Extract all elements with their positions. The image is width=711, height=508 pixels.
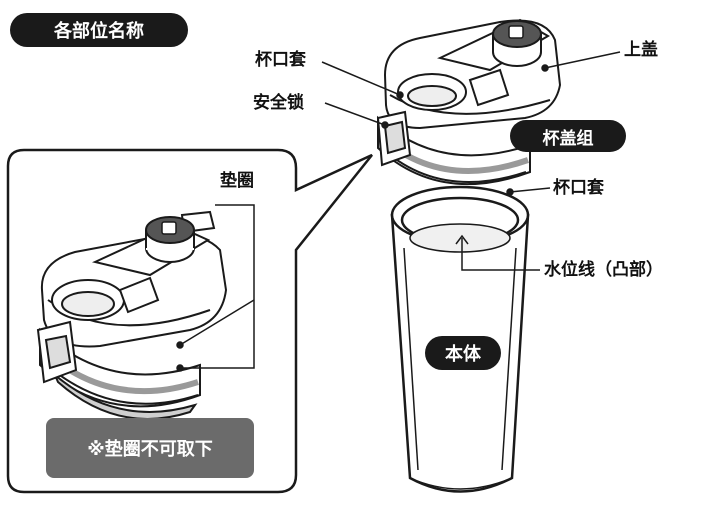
header-title: 各部位名称 xyxy=(10,13,188,47)
main-lid-drawing xyxy=(376,18,562,186)
body-leaders xyxy=(455,187,551,271)
label-cup-sleeve-top: 杯口套 xyxy=(255,50,306,70)
inset-lid-drawing xyxy=(36,210,228,420)
label-top-lid: 上盖 xyxy=(624,40,658,60)
lid-leaders xyxy=(321,51,621,129)
label-safety-lock: 安全锁 xyxy=(253,93,304,113)
label-lid-group: 杯盖组 xyxy=(510,120,626,152)
gasket-note: ※垫圈不可取下 xyxy=(46,418,254,478)
label-cup-sleeve-body: 杯口套 xyxy=(553,178,604,198)
label-gasket: 垫圈 xyxy=(220,171,254,191)
gasket-leaders xyxy=(176,204,255,372)
label-body: 本体 xyxy=(425,336,501,370)
label-water-line: 水位线（凸部） xyxy=(544,260,663,280)
